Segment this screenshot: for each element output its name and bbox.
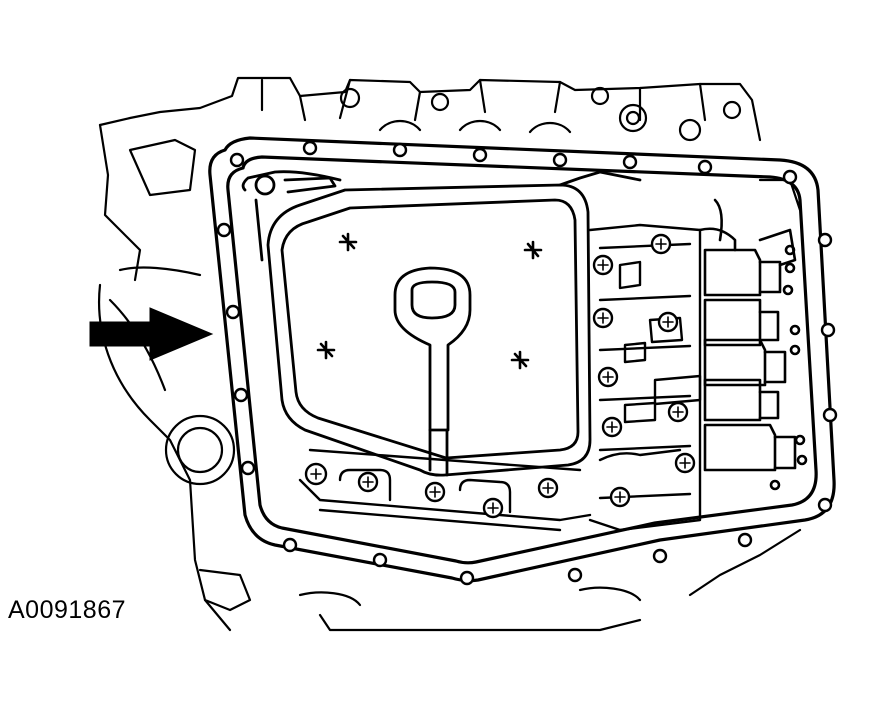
pan-gasket: [208, 136, 836, 583]
bolt-hex-marks: [310, 238, 691, 514]
transmission-filter: [241, 170, 642, 477]
figure-id-label: A0091867: [8, 596, 127, 624]
filter-cross-marks: [316, 232, 543, 370]
shift-solenoids: [698, 198, 808, 491]
valve-body: [298, 223, 702, 532]
gasket-bolt-holes: [216, 140, 838, 586]
indicator-arrow: [89, 307, 214, 361]
valve-body-bolts: [304, 233, 696, 519]
transmission-case: [98, 76, 802, 632]
